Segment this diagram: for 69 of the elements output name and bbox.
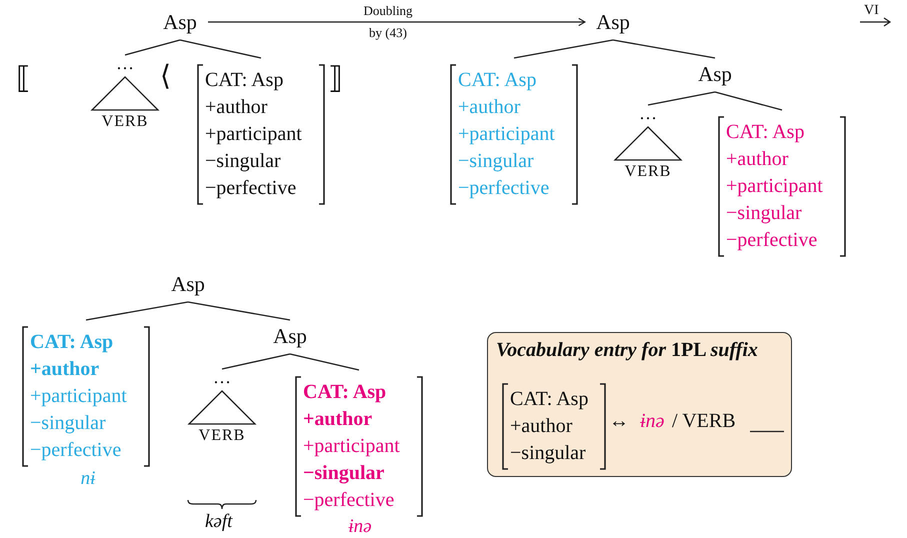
entry-text: ɨnə <box>640 410 664 432</box>
feature-value: +participant <box>457 122 556 147</box>
edge-label: Doubling by (43) <box>362 2 414 42</box>
feature-value: CAT: Asp <box>509 387 590 412</box>
feature-value: +author <box>29 357 100 382</box>
tree-branch <box>514 39 614 59</box>
bracket-symbol: ⟧ <box>328 62 343 95</box>
feature-value: CAT: Asp <box>29 330 114 355</box>
ellipsis-label: … <box>638 104 658 122</box>
feature-value: −singular <box>509 441 587 466</box>
feature-matrix <box>450 64 578 205</box>
bracket-symbol: ⟦ <box>16 62 31 95</box>
category-label: VERB <box>198 426 246 446</box>
feature-value: −perfective <box>29 438 122 463</box>
feature-value: −perfective <box>725 228 818 253</box>
feature-value: CAT: Asp <box>204 68 284 93</box>
tree-branch <box>648 91 716 106</box>
feature-value: −singular <box>725 201 803 226</box>
vocabulary-entry-panel <box>487 332 792 477</box>
tree-branch <box>222 353 290 370</box>
tree-branch <box>124 39 180 56</box>
feature-value: +participant <box>302 434 401 459</box>
feature-value: CAT: Asp <box>302 380 388 405</box>
tree-branch <box>612 39 716 59</box>
feature-value: +author <box>302 407 374 432</box>
tree-branch <box>86 301 188 321</box>
feature-value: −perfective <box>302 488 396 513</box>
feature-value: −singular <box>29 411 107 436</box>
feature-value: −singular <box>457 149 535 174</box>
feature-value: +author <box>725 147 790 172</box>
feature-matrix <box>295 376 423 517</box>
ellipsis-label: … <box>212 368 232 386</box>
feature-value: −singular <box>204 149 282 174</box>
arrow <box>208 18 586 26</box>
feature-value: +participant <box>725 174 824 199</box>
morpheme-label: ɨnə <box>347 516 373 538</box>
tree-branch <box>180 39 262 59</box>
bracket-symbol: ⟨ <box>160 62 171 93</box>
entry-text: / VERB <box>672 410 736 432</box>
node-label: Asp <box>593 8 633 36</box>
feature-matrix <box>502 383 606 470</box>
tree-branch <box>714 91 782 111</box>
feature-value: CAT: Asp <box>457 68 538 93</box>
category-label: VERB <box>624 162 672 182</box>
arrow-label: VI <box>864 3 879 18</box>
feature-value: +author <box>509 414 574 439</box>
node-label: Asp <box>160 8 200 36</box>
tree-branch <box>188 301 290 321</box>
feature-value: +participant <box>29 384 128 409</box>
category-label: VERB <box>100 112 150 132</box>
feature-value: CAT: Asp <box>725 120 806 145</box>
feature-matrix <box>22 326 150 467</box>
node-label: Asp <box>168 270 208 298</box>
node-label: Asp <box>270 322 310 350</box>
feature-value: −perfective <box>204 176 298 201</box>
node-label: Asp <box>695 60 735 88</box>
tree-branch <box>290 353 360 371</box>
entry-text: ↔ <box>609 410 629 432</box>
feature-value: +author <box>204 95 268 120</box>
ellipsis-label: … <box>115 54 135 72</box>
feature-value: +participant <box>204 122 303 147</box>
feature-matrix <box>197 64 325 205</box>
panel-title: Vocabulary entry for 1PL suffix <box>496 339 758 362</box>
morpheme-label: nɨ <box>80 468 96 490</box>
feature-value: +author <box>457 95 522 120</box>
morpheme-label: kəft <box>205 512 232 533</box>
feature-value: −perfective <box>457 176 550 201</box>
feature-value: −singular <box>302 461 386 486</box>
feature-matrix <box>718 116 846 257</box>
